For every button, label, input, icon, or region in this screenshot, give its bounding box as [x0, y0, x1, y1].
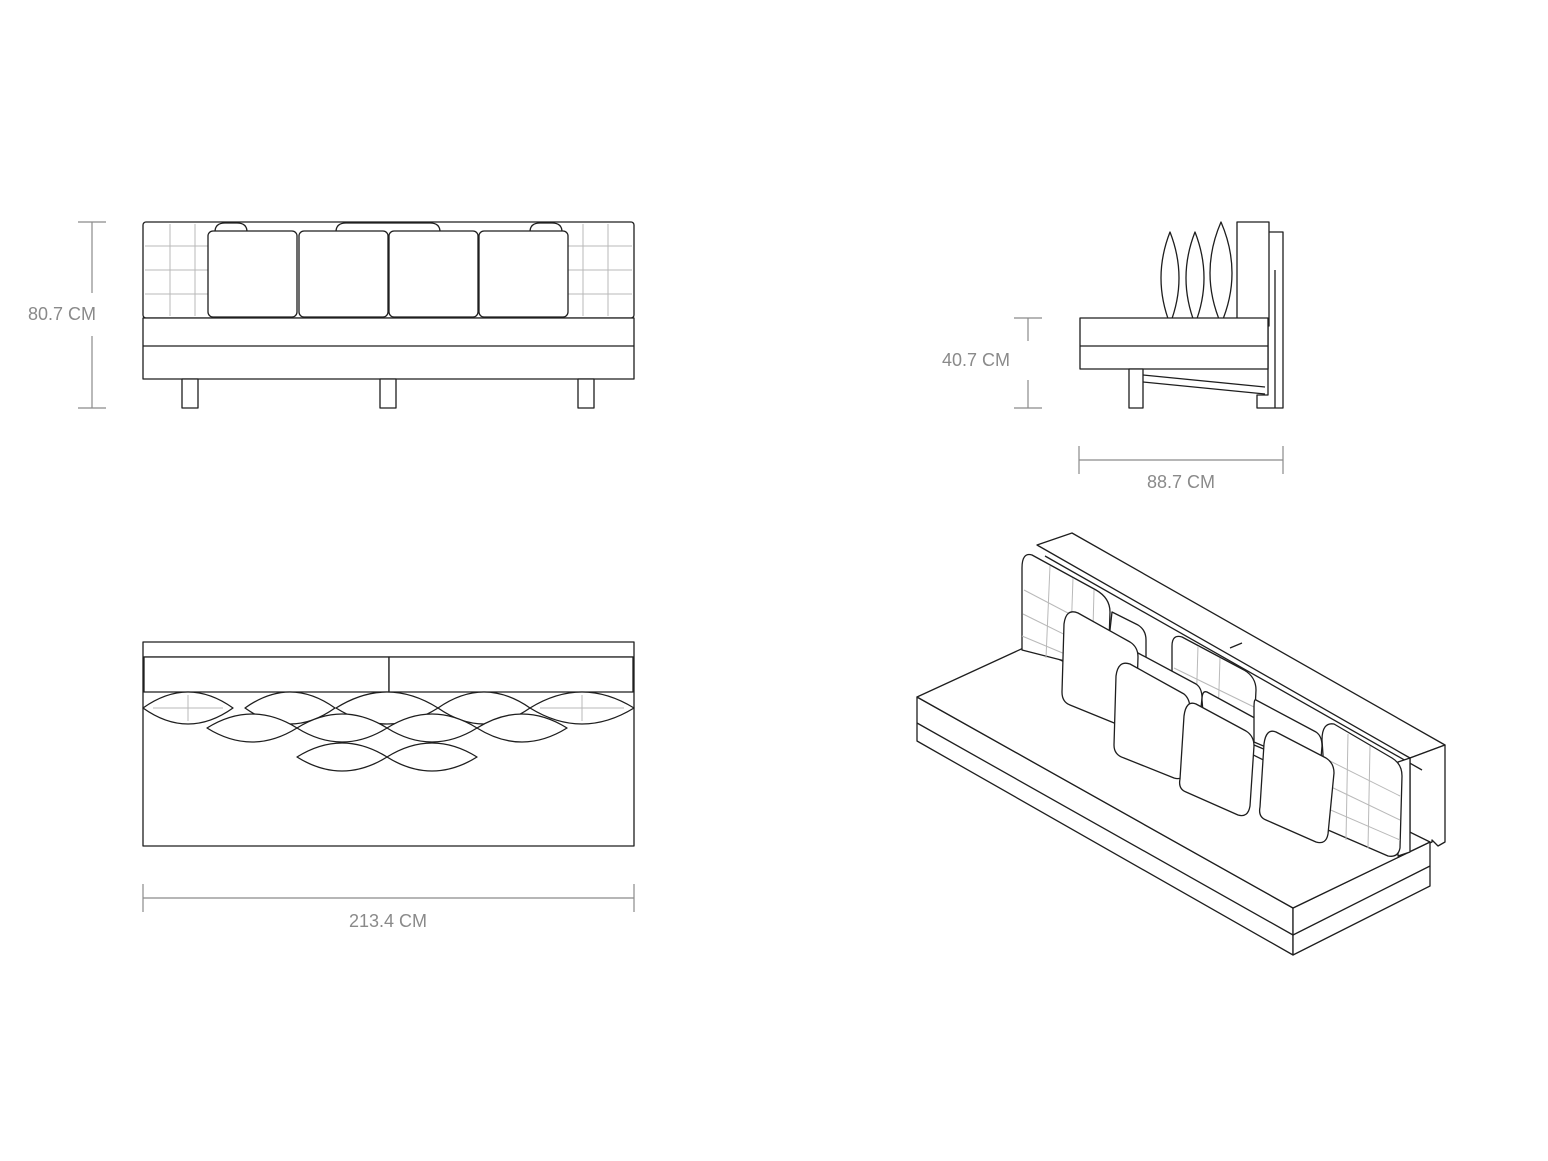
- height-label: 80.7 CM: [28, 304, 96, 324]
- isometric-view: [916, 532, 1446, 956]
- width-dimension: 213.4 CM: [142, 884, 635, 931]
- side-pillow-1: [1160, 231, 1180, 325]
- front-pillow-3: [388, 230, 479, 318]
- front-pillow-4: [478, 230, 569, 318]
- side-pillow-3: [1209, 221, 1233, 325]
- side-back-cushion: [1236, 221, 1270, 327]
- iso-back-cushion-right: [1321, 723, 1403, 857]
- top-back-cushion-right: [388, 656, 634, 693]
- seat-height-dimension: 40.7 CM: [942, 317, 1042, 409]
- side-view: [1079, 221, 1284, 409]
- seat-height-label: 40.7 CM: [942, 350, 1010, 370]
- height-dimension: 80.7 CM: [28, 221, 106, 409]
- width-label: 213.4 CM: [349, 911, 427, 931]
- iso-front-pillow-3: [1178, 702, 1255, 817]
- front-seat: [142, 317, 635, 380]
- front-pillow-2: [298, 230, 389, 318]
- front-pillow-1: [207, 230, 298, 318]
- front-leg-left: [181, 378, 199, 409]
- front-leg-middle: [379, 378, 397, 409]
- top-pillows-rear: [142, 691, 635, 725]
- front-leg-right: [577, 378, 595, 409]
- depth-dimension: 88.7 CM: [1078, 446, 1284, 492]
- side-leg-front: [1128, 368, 1144, 409]
- top-view: [142, 641, 635, 847]
- top-pillows-middle: [206, 713, 568, 743]
- front-view: [142, 221, 635, 409]
- front-back-grid: [145, 224, 632, 316]
- depth-label: 88.7 CM: [1147, 472, 1215, 492]
- side-pillow-2: [1185, 231, 1205, 325]
- iso-front-pillow-2: [1113, 662, 1191, 780]
- side-seat: [1079, 317, 1269, 370]
- top-pillows-front: [296, 742, 478, 772]
- iso-front-pillow-4: [1258, 730, 1335, 844]
- top-back-cushion-left: [143, 656, 390, 693]
